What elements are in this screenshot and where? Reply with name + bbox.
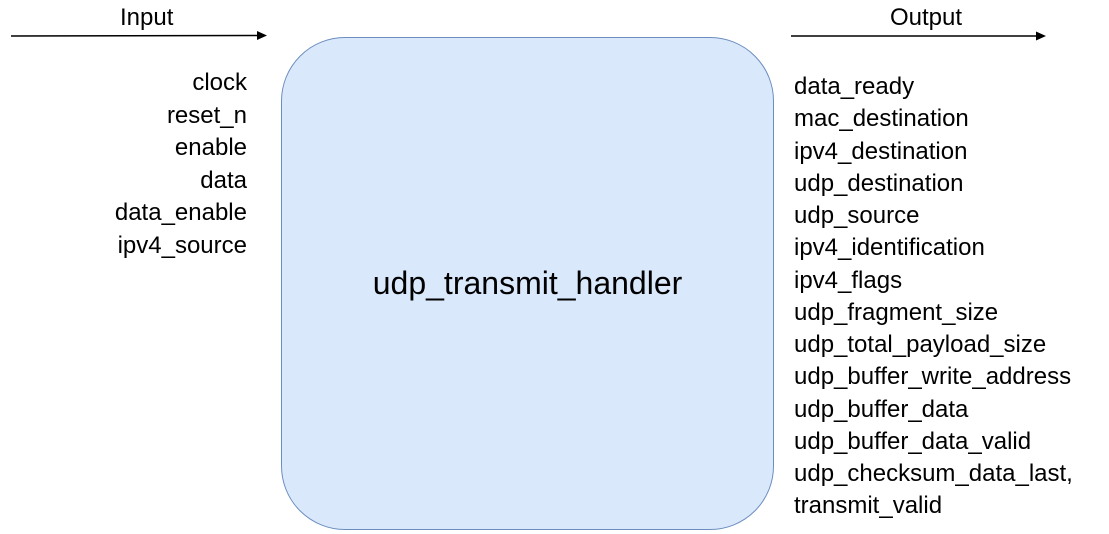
input-signal: ipv4_source [117, 231, 247, 259]
output-signal: udp_destination [794, 169, 964, 197]
input-heading: Input [120, 4, 174, 31]
output-arrow [791, 31, 1046, 41]
output-signal: udp_buffer_data_valid [794, 427, 1032, 455]
output-signal: udp_fragment_size [794, 298, 999, 326]
module-block: udp_transmit_handler [281, 37, 774, 530]
output-signal: udp_total_payload_size [794, 331, 1047, 358]
output-signal: udp_buffer_write_address [794, 363, 1072, 391]
output-signal: transmit_valid [794, 492, 943, 520]
output-signal: ipv4_flags [794, 266, 903, 294]
input-arrow [10, 31, 267, 40]
module-title: udp_transmit_handler [372, 264, 683, 301]
output-signal: udp_source [794, 202, 920, 229]
input-signal-list: clock reset_n enable data data_enable ip… [115, 67, 247, 263]
output-signal: mac_destination [794, 105, 969, 133]
output-signal: udp_checksum_data_last, [794, 460, 1073, 487]
input-signal: data_enable [114, 199, 247, 227]
output-heading: Output [890, 4, 963, 31]
output-signal: data_ready [794, 73, 915, 100]
output-signal: ipv4_identification [794, 234, 985, 262]
output-signal: udp_buffer_data [794, 395, 969, 423]
input-signal: data [200, 166, 247, 194]
output-signal-list: data_ready mac_destination ipv4_destinat… [794, 71, 1073, 523]
input-signal: clock [192, 69, 247, 96]
input-signal: enable [174, 134, 247, 162]
output-signal: ipv4_destination [794, 137, 968, 165]
input-signal: reset_n [166, 101, 247, 129]
